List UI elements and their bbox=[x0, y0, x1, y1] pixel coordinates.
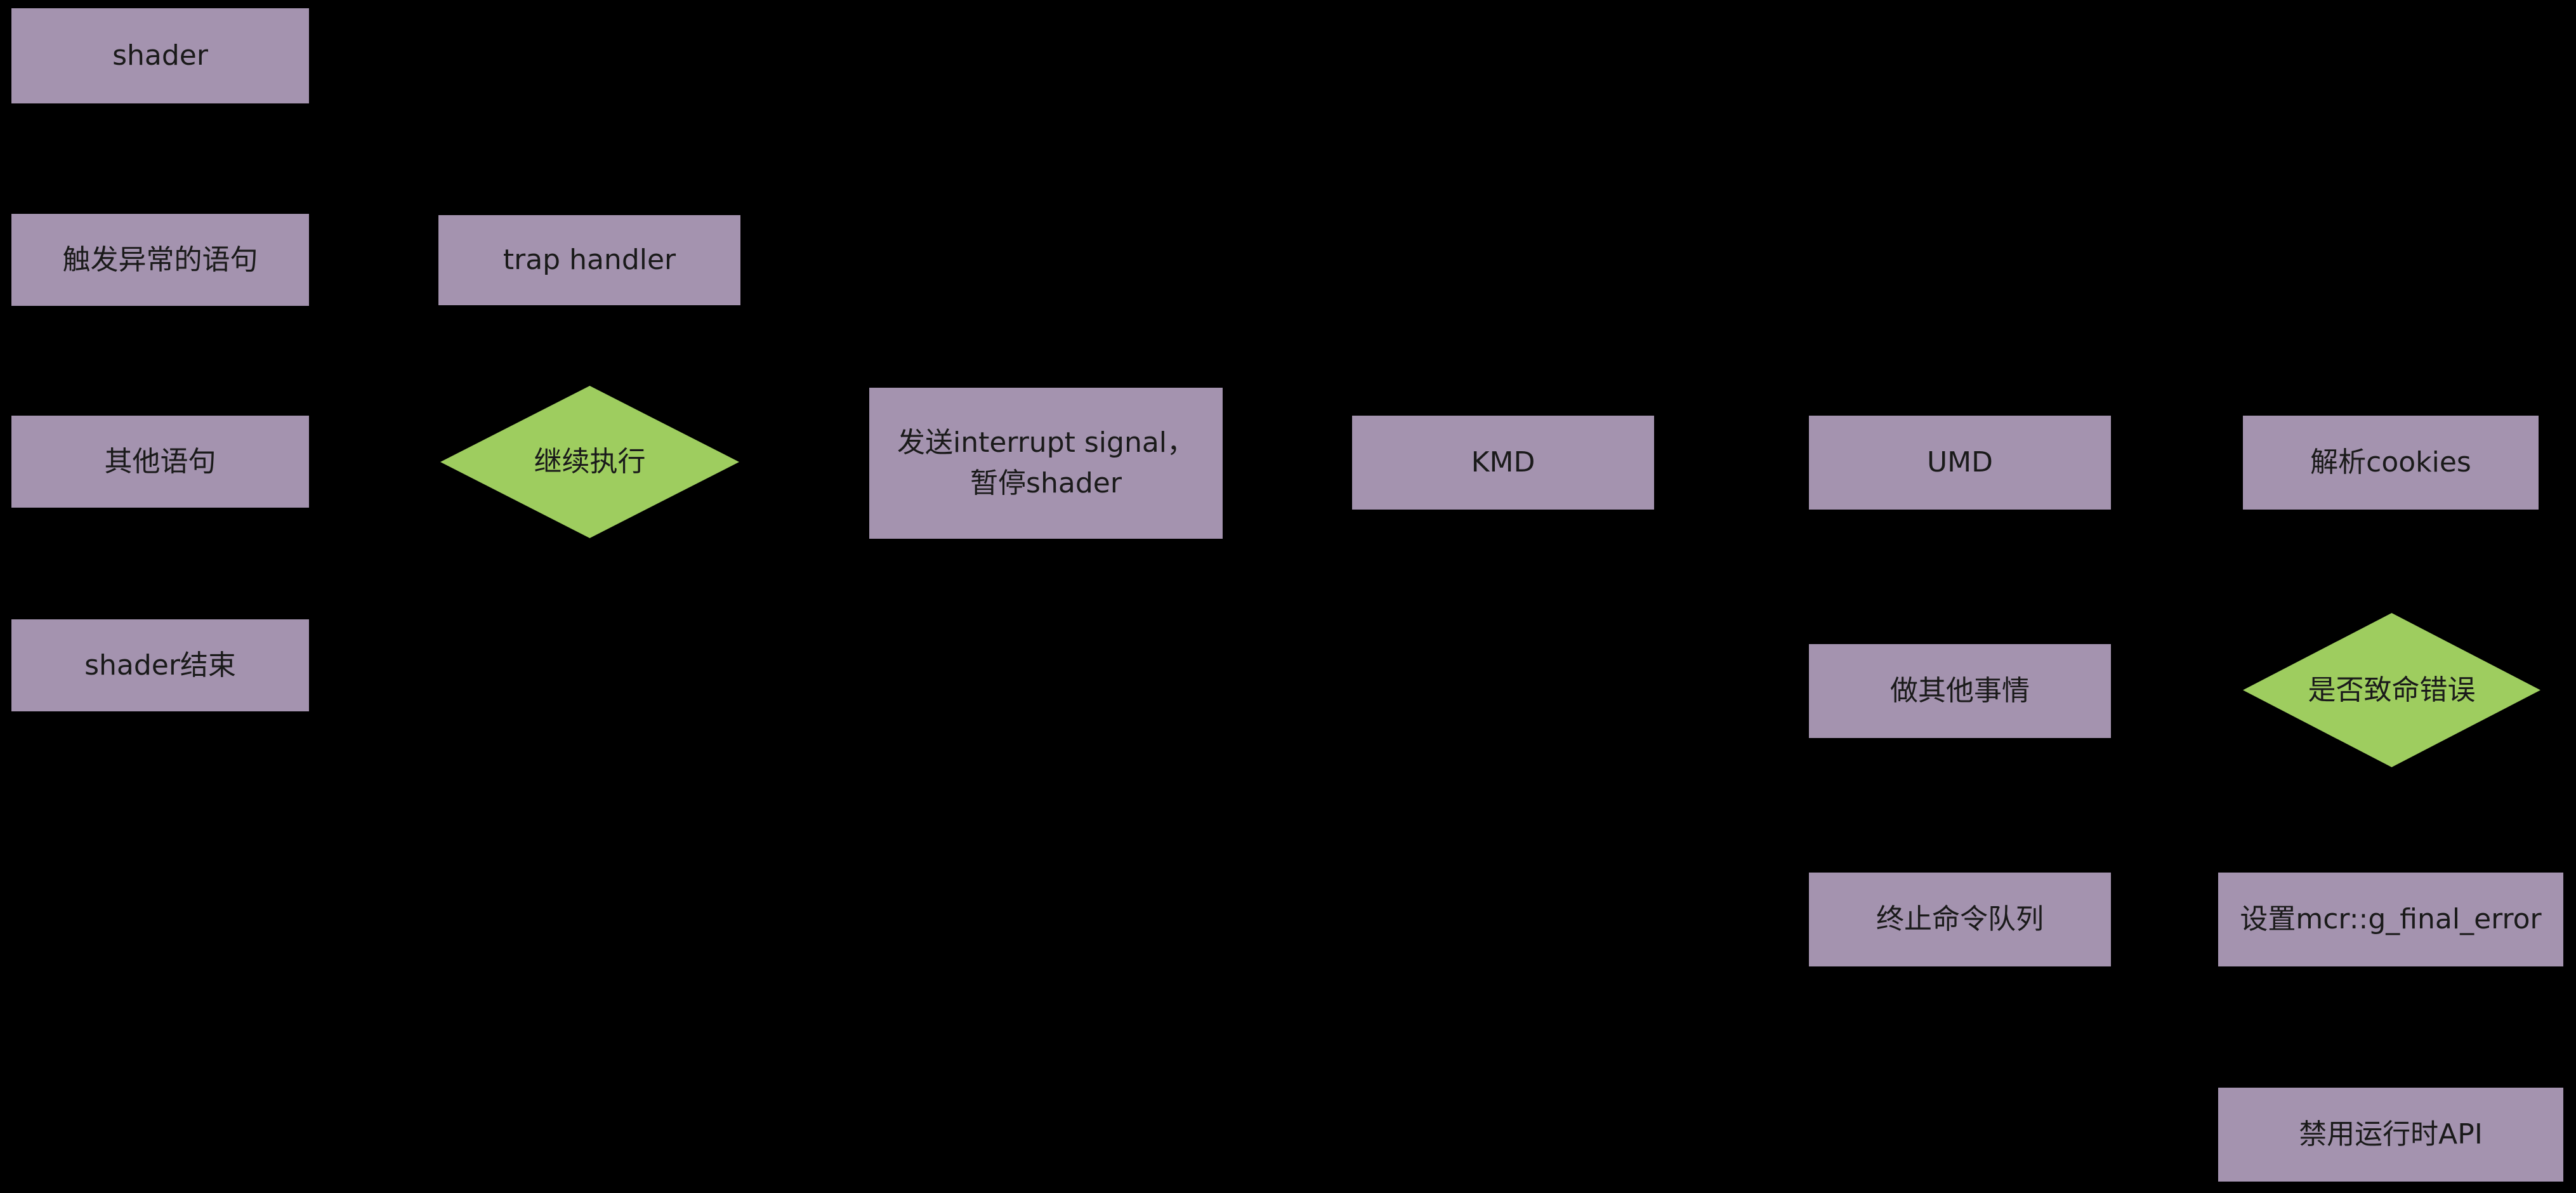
node-disable-runtime-api-label: 禁用运行时API bbox=[2299, 1118, 2483, 1151]
node-is-fatal-error-label: 是否致命错误 bbox=[2308, 673, 2476, 706]
node-terminate-queue: 终止命令队列 bbox=[1809, 873, 2111, 966]
node-send-interrupt-label: 发送interrupt signal， 暂停shader bbox=[897, 426, 1195, 499]
node-shader: shader bbox=[11, 8, 309, 103]
node-set-final-error: 设置mcr::g_final_error bbox=[2218, 873, 2563, 966]
node-other-statements-label: 其他语句 bbox=[104, 445, 216, 478]
node-continue-execution-label: 继续执行 bbox=[534, 445, 646, 478]
node-trigger-exception: 触发异常的语句 bbox=[11, 214, 309, 306]
node-shader-label: shader bbox=[112, 39, 208, 72]
node-terminate-queue-label: 终止命令队列 bbox=[1876, 903, 2044, 936]
node-parse-cookies-label: 解析cookies bbox=[2310, 446, 2471, 479]
node-other-statements: 其他语句 bbox=[11, 416, 309, 508]
node-send-interrupt: 发送interrupt signal， 暂停shader bbox=[869, 388, 1223, 539]
node-is-fatal-error: 是否致命错误 bbox=[2243, 613, 2540, 767]
node-do-other-things: 做其他事情 bbox=[1809, 644, 2111, 738]
node-do-other-things-label: 做其他事情 bbox=[1890, 675, 2030, 708]
node-kmd-label: KMD bbox=[1471, 446, 1535, 479]
node-trigger-exception-label: 触发异常的语句 bbox=[62, 243, 258, 276]
node-umd-label: UMD bbox=[1926, 446, 1994, 479]
node-shader-end-label: shader结束 bbox=[84, 649, 236, 682]
node-trap-handler-label: trap handler bbox=[503, 244, 676, 277]
node-umd: UMD bbox=[1809, 416, 2111, 510]
node-trap-handler: trap handler bbox=[438, 215, 740, 305]
node-parse-cookies: 解析cookies bbox=[2243, 416, 2539, 510]
node-disable-runtime-api: 禁用运行时API bbox=[2218, 1088, 2563, 1182]
node-shader-end: shader结束 bbox=[11, 619, 309, 711]
node-continue-execution: 继续执行 bbox=[440, 386, 739, 538]
node-kmd: KMD bbox=[1352, 416, 1654, 510]
node-set-final-error-label: 设置mcr::g_final_error bbox=[2240, 903, 2542, 936]
